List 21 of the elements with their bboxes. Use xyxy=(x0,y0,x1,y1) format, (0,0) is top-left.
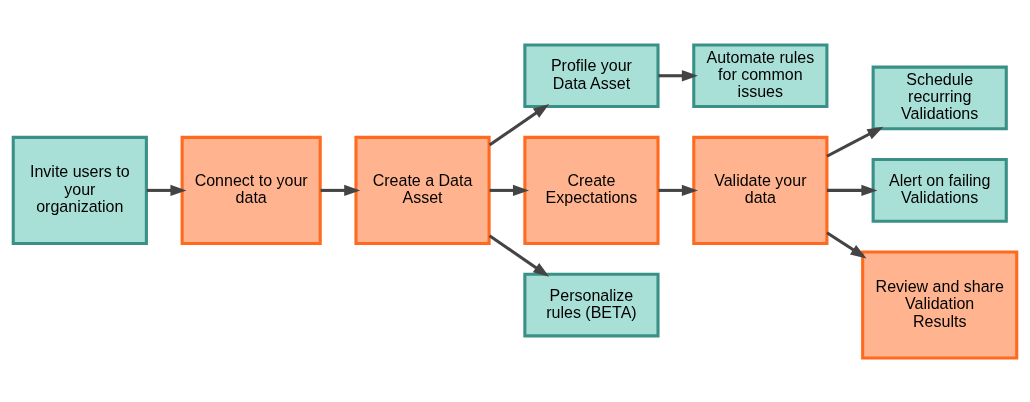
node-box: Create a Data Asset xyxy=(354,135,491,245)
node-box: Schedule recurring Validations xyxy=(871,65,1008,130)
arrow xyxy=(658,184,698,196)
node-box: Invite users to your organization xyxy=(11,135,148,245)
node-box: Connect to your data xyxy=(180,135,322,245)
arrow xyxy=(488,103,550,146)
node-box: Alert on failing Validations xyxy=(871,157,1008,223)
node-box: Personalize rules (BETA) xyxy=(523,272,660,337)
arrow xyxy=(489,184,530,196)
arrow xyxy=(826,126,884,158)
node-box: Review and share Validation Results xyxy=(861,250,1019,360)
arrow xyxy=(146,184,187,196)
arrow xyxy=(488,233,550,277)
node-box: Validate your data xyxy=(692,135,829,245)
arrow xyxy=(826,184,878,196)
node-box: Create Expectations xyxy=(523,135,660,245)
node-box: Profile your Data Asset xyxy=(523,42,660,108)
node-box: Automate rules for common issues xyxy=(692,42,829,108)
arrow xyxy=(826,231,867,258)
arrow xyxy=(320,184,361,196)
arrow xyxy=(658,69,698,81)
